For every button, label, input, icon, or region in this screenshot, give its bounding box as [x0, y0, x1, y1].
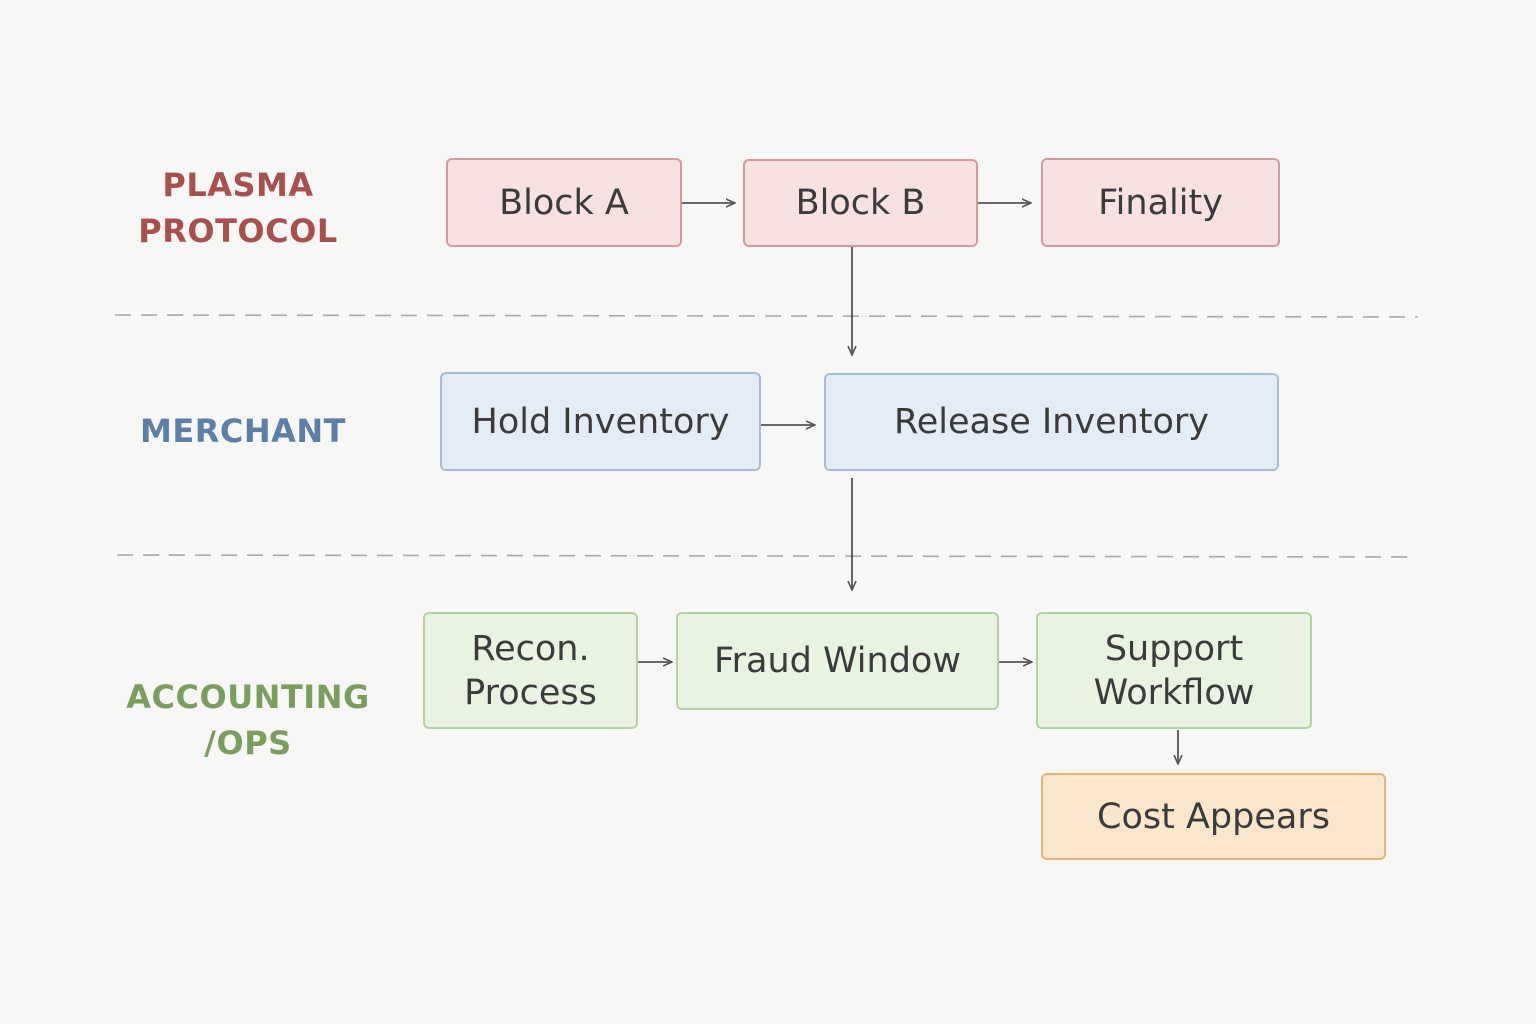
lane-divider-2 [116, 554, 1417, 558]
node-label: Process [464, 672, 597, 713]
lane-label-line: PROTOCOL [138, 212, 338, 250]
node-block-b: Block B [743, 159, 978, 247]
node-finality: Finality [1041, 158, 1280, 247]
lane-label-plasma-protocol: PLASMA PROTOCOL [118, 162, 358, 254]
node-label: Support [1104, 628, 1244, 669]
node-label: Recon. [471, 628, 590, 669]
lane-label-line: PLASMA [162, 166, 314, 204]
node-fraud-window: Fraud Window [676, 612, 999, 710]
node-label: Block B [795, 183, 926, 223]
lane-label-line: MERCHANT [140, 412, 346, 450]
node-hold-inventory: Hold Inventory [440, 372, 761, 471]
node-recon-process: Recon. Process [423, 612, 638, 729]
node-release-inventory: Release Inventory [824, 373, 1279, 471]
node-label: Cost Appears [1097, 796, 1330, 837]
node-cost-appears: Cost Appears [1041, 773, 1386, 860]
lane-label-line: ACCOUNTING [126, 678, 370, 716]
lane-divider-1 [114, 314, 1419, 318]
lane-label-merchant: MERCHANT [118, 408, 368, 454]
node-label: Hold Inventory [471, 401, 730, 442]
node-block-a: Block A [446, 158, 682, 247]
node-label: Finality [1098, 182, 1223, 223]
node-support-workflow: Support Workflow [1036, 612, 1312, 729]
node-label: Fraud Window [714, 641, 961, 681]
node-label: Workflow [1093, 672, 1255, 713]
node-label: Release Inventory [893, 402, 1210, 442]
node-label: Block A [499, 182, 629, 223]
lane-label-accounting-ops: ACCOUNTING /OPS [118, 674, 378, 766]
lane-label-line: /OPS [204, 724, 292, 762]
